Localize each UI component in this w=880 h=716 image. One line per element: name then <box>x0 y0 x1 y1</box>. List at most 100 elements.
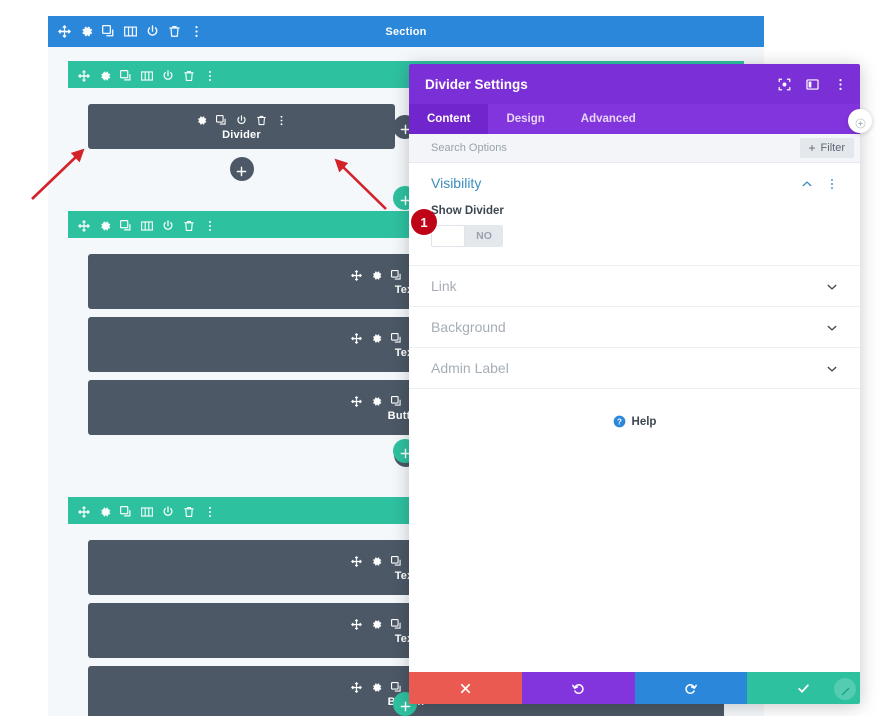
duplicate-icon[interactable] <box>390 554 402 566</box>
gear-icon[interactable] <box>371 617 382 629</box>
duplicate-icon[interactable] <box>390 680 402 692</box>
panel-tabs: Content Design Advanced <box>409 104 860 134</box>
move-icon[interactable] <box>350 554 362 567</box>
move-icon[interactable] <box>58 25 71 38</box>
move-icon[interactable] <box>78 219 90 232</box>
duplicate-icon[interactable] <box>390 617 402 629</box>
column-layout-icon[interactable] <box>141 69 153 81</box>
filter-label: Filter <box>820 142 845 154</box>
panel-drag-handle[interactable] <box>848 109 872 133</box>
accordion-link: Link <box>409 266 860 307</box>
plus-icon <box>400 699 411 711</box>
plus-icon: + <box>808 141 816 155</box>
accordion-visibility-header[interactable]: Visibility <box>431 163 838 203</box>
disable-icon[interactable] <box>162 69 174 81</box>
more-options-icon[interactable] <box>204 219 216 231</box>
more-options-icon[interactable] <box>276 113 287 126</box>
divider-settings-panel: Divider Settings Content Design Advanced… <box>409 64 872 704</box>
gear-icon[interactable] <box>99 69 111 81</box>
save-button[interactable] <box>747 672 860 704</box>
panel-footer <box>409 672 860 704</box>
search-input[interactable]: Search Options <box>431 142 507 154</box>
disable-icon[interactable] <box>146 25 159 38</box>
module-divider-1[interactable]: Divider <box>88 104 395 149</box>
duplicate-icon[interactable] <box>390 268 402 280</box>
resize-diagonal-icon <box>840 684 851 695</box>
svg-text:?: ? <box>617 417 622 426</box>
disable-icon[interactable] <box>162 219 174 231</box>
trash-icon[interactable] <box>183 219 195 231</box>
add-module-button[interactable] <box>229 157 254 181</box>
module-label: Divider <box>222 129 261 141</box>
chevron-down-icon[interactable] <box>826 321 838 333</box>
toggle-knob <box>431 225 465 247</box>
trash-icon[interactable] <box>183 69 195 81</box>
section-toolbar[interactable]: Section <box>48 16 768 47</box>
move-icon[interactable] <box>350 680 362 693</box>
chevron-down-icon[interactable] <box>826 362 838 374</box>
filter-button[interactable]: + Filter <box>799 138 854 158</box>
move-icon[interactable] <box>350 617 362 630</box>
tab-design[interactable]: Design <box>506 113 545 125</box>
move-icon[interactable] <box>350 394 362 407</box>
more-options-icon[interactable] <box>190 25 203 38</box>
cancel-button[interactable] <box>409 672 522 704</box>
more-options-icon[interactable] <box>204 505 216 517</box>
tab-advanced[interactable]: Advanced <box>580 113 636 125</box>
more-options-icon[interactable] <box>834 78 847 91</box>
tab-content[interactable]: Content <box>409 104 489 134</box>
accordion-admin-label-header[interactable]: Admin Label <box>431 348 838 388</box>
duplicate-icon[interactable] <box>120 505 132 517</box>
trash-icon[interactable] <box>256 113 267 126</box>
section-toolbar-icons <box>48 25 203 38</box>
accordion-background-header[interactable]: Background <box>431 307 838 347</box>
help-label: Help <box>631 415 657 428</box>
focus-target-icon[interactable] <box>778 78 791 91</box>
close-icon <box>459 682 472 695</box>
duplicate-icon[interactable] <box>120 219 132 231</box>
accordion-actions <box>826 280 838 292</box>
gear-icon[interactable] <box>371 394 382 406</box>
duplicate-icon[interactable] <box>216 113 227 125</box>
duplicate-icon[interactable] <box>102 25 115 38</box>
gear-icon[interactable] <box>371 554 382 566</box>
help-link[interactable]: ? Help <box>409 389 860 428</box>
chevron-up-icon[interactable] <box>801 177 813 189</box>
duplicate-icon[interactable] <box>390 394 402 406</box>
gear-icon[interactable] <box>196 113 207 125</box>
accordion-background: Background <box>409 307 860 348</box>
column-layout-icon[interactable] <box>141 505 153 517</box>
disable-icon[interactable] <box>236 113 247 124</box>
panel-layout-icon[interactable] <box>806 78 819 91</box>
move-icon[interactable] <box>350 331 362 344</box>
chevron-down-icon[interactable] <box>826 280 838 292</box>
duplicate-icon[interactable] <box>120 69 132 81</box>
column-layout-icon[interactable] <box>141 219 153 231</box>
gear-icon[interactable] <box>371 331 382 343</box>
move-icon[interactable] <box>350 268 362 281</box>
trash-icon[interactable] <box>183 505 195 517</box>
show-divider-toggle[interactable]: NO <box>431 225 503 247</box>
column-layout-icon[interactable] <box>124 25 137 38</box>
show-divider-label: Show Divider <box>431 205 504 217</box>
move-icon[interactable] <box>78 505 90 518</box>
undo-button[interactable] <box>521 672 635 704</box>
gear-icon[interactable] <box>99 505 111 517</box>
move-icon[interactable] <box>78 69 90 82</box>
section-collapse-button[interactable] <box>753 23 768 47</box>
panel-resize-handle[interactable] <box>834 678 856 700</box>
disable-icon[interactable] <box>162 505 174 517</box>
redo-button[interactable] <box>634 672 748 704</box>
more-options-icon[interactable] <box>826 177 838 190</box>
duplicate-icon[interactable] <box>390 331 402 343</box>
gear-icon[interactable] <box>80 25 93 38</box>
plus-icon <box>400 446 411 458</box>
gear-icon[interactable] <box>371 680 382 692</box>
trash-icon[interactable] <box>168 25 181 38</box>
more-options-icon[interactable] <box>204 69 216 81</box>
accordion-link-header[interactable]: Link <box>431 266 838 306</box>
panel-header: Divider Settings <box>409 64 860 104</box>
search-options-bar: Search Options + Filter <box>409 134 860 163</box>
gear-icon[interactable] <box>371 268 382 280</box>
gear-icon[interactable] <box>99 219 111 231</box>
